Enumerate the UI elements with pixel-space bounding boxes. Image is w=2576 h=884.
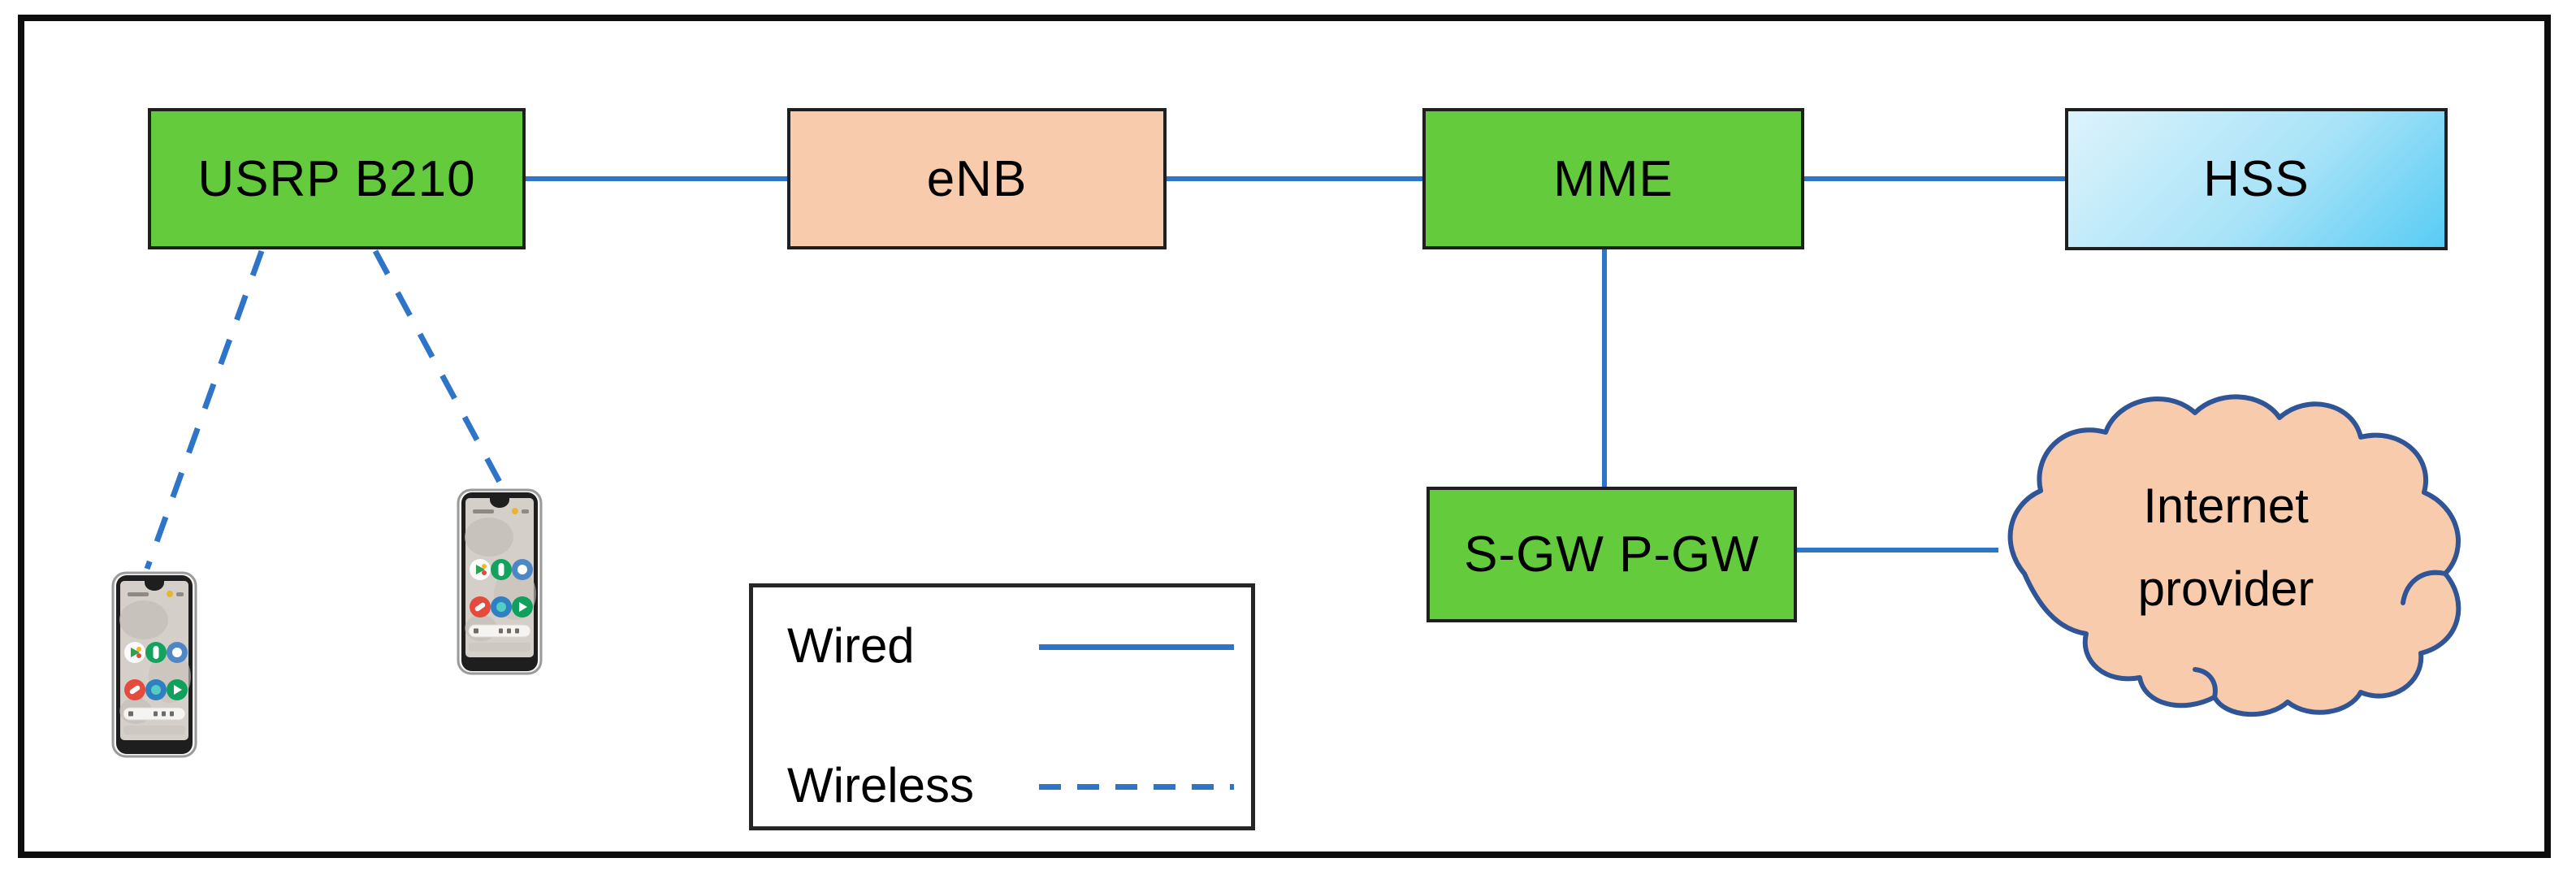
wired-link-mme-hss <box>1804 176 2065 181</box>
photos-glyph <box>172 648 182 657</box>
wired-link-enb-mme <box>1167 176 1422 181</box>
wired-link-usrp-enb <box>526 176 787 181</box>
internet-provider-label-line2: provider <box>2137 561 2314 616</box>
legend-wired-label: Wired <box>787 618 915 673</box>
internet-provider-label: Internet provider <box>2015 465 2437 630</box>
play-glyph-dot <box>136 647 141 652</box>
ue-phone-1 smartphone-ue-icon <box>111 571 197 758</box>
app-icons-row-1 <box>470 559 533 580</box>
status-bar-dot <box>512 508 518 514</box>
node-usrp-b210: USRP B210 <box>148 108 526 249</box>
legend-wireless-line-sample <box>1039 784 1234 790</box>
nav-dot <box>128 711 133 717</box>
node-sgw-pgw: S-GW P-GW <box>1427 487 1797 622</box>
node-enb-label: eNB <box>926 150 1028 207</box>
play-glyph-dot <box>482 564 487 569</box>
nav-dot <box>162 711 166 717</box>
phone-glyph <box>153 646 159 659</box>
cloud-inner-arc-bottom <box>2193 667 2218 700</box>
cloud-inner-arc-right <box>2401 570 2448 605</box>
phone-notch <box>145 581 164 591</box>
legend-wired-line-sample <box>1039 644 1234 650</box>
nav-dot <box>154 711 158 717</box>
legend-box: Wired Wireless <box>749 583 1255 830</box>
internet-provider-cloud <box>2007 394 2461 717</box>
cloud-shape <box>2007 394 2461 717</box>
node-sgw-pgw-label: S-GW P-GW <box>1464 526 1760 583</box>
wallpaper-blotch <box>119 600 168 639</box>
internet-provider-label-line1: Internet <box>2143 479 2309 533</box>
node-hss: HSS <box>2065 108 2448 250</box>
dock-bar <box>469 643 530 652</box>
play-glyph-dot <box>482 570 487 575</box>
browser-glyph <box>496 602 506 612</box>
ue-phone-2 smartphone-ue-icon <box>457 488 543 675</box>
browser-glyph <box>151 685 161 695</box>
nav-dot <box>170 711 174 717</box>
nav-dot <box>499 628 503 634</box>
wired-link-sgw-internet <box>1797 548 1998 552</box>
status-bar-dot <box>167 591 173 597</box>
status-bar-battery <box>176 592 184 596</box>
status-bar-text <box>128 592 149 596</box>
legend-wireless-label: Wireless <box>787 758 975 812</box>
play-glyph <box>131 648 140 657</box>
play-glyph-dot <box>136 653 141 658</box>
nav-dot <box>474 628 478 634</box>
phone-glyph <box>498 563 504 576</box>
gmail-glyph <box>129 685 141 695</box>
nav-dot <box>515 628 519 634</box>
messages-glyph <box>174 685 182 695</box>
node-enb: eNB <box>787 108 1167 249</box>
node-mme-label: MME <box>1553 150 1673 207</box>
app-icons-row-2 <box>124 679 188 700</box>
photos-glyph <box>517 565 527 574</box>
wallpaper-blotch <box>465 518 513 557</box>
wired-link-mme-sgw <box>1602 249 1607 487</box>
phone-notch <box>490 498 509 508</box>
wireless-link-usrp-ue1 <box>144 249 265 570</box>
status-bar-battery <box>522 509 529 514</box>
app-icons-row-2 <box>470 596 533 618</box>
node-usrp-b210-label: USRP B210 <box>197 150 476 207</box>
app-icons-row-1 <box>124 642 188 663</box>
messages-glyph <box>519 602 527 612</box>
wireless-link-usrp-ue2 <box>372 249 504 487</box>
dock-bar <box>123 726 185 734</box>
node-mme: MME <box>1422 108 1804 249</box>
gmail-glyph <box>474 602 486 612</box>
nav-dot <box>507 628 511 634</box>
play-glyph <box>476 565 485 574</box>
status-bar-text <box>473 509 494 514</box>
node-hss-label: HSS <box>2203 151 2310 207</box>
